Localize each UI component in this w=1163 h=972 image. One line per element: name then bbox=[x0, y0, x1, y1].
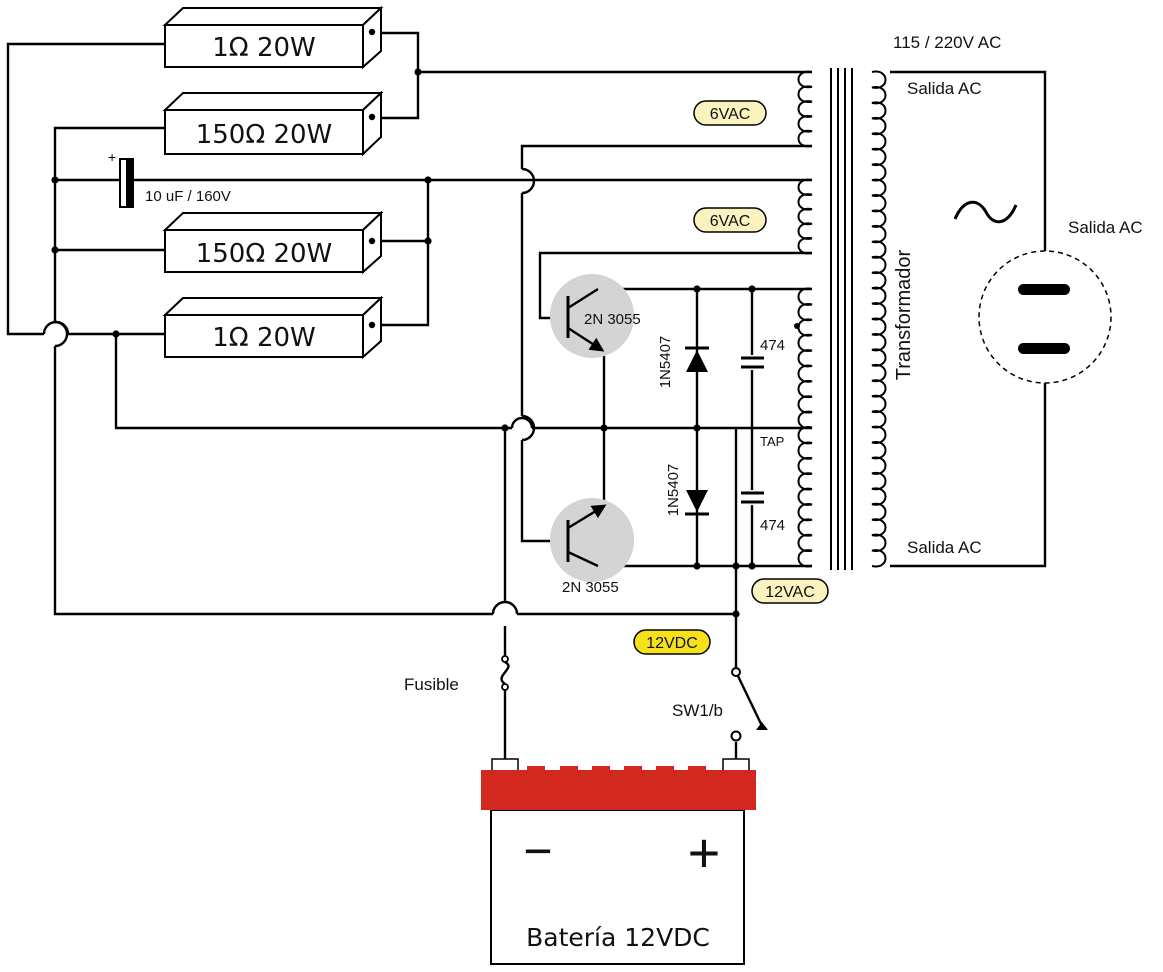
diode-d2: 1N5407 bbox=[665, 464, 709, 517]
capacitor-c2-label: 474 bbox=[760, 517, 785, 534]
capacitor-label: 10 uF / 160V bbox=[145, 188, 231, 205]
capacitor-plus-sign: + bbox=[108, 149, 116, 165]
tag-12vac: 12VAC bbox=[751, 578, 829, 604]
fuse: Fusible bbox=[404, 655, 510, 694]
resistor-r2-label: 150Ω 20W bbox=[196, 120, 333, 150]
coil-winding bbox=[797, 178, 813, 255]
battery-minus-sign: − bbox=[523, 823, 552, 879]
coil-6vac-primary-1 bbox=[797, 70, 813, 148]
tag-6vac-2: 6VAC bbox=[693, 207, 767, 233]
fuse-label: Fusible bbox=[404, 675, 459, 694]
switch-label: SW1/b bbox=[672, 701, 723, 720]
resistor-r3-label: 150Ω 20W bbox=[196, 239, 333, 269]
capacitor-c2: 474 bbox=[740, 490, 785, 534]
diode-d1-label: 1N5407 bbox=[657, 336, 674, 389]
resistor-r4: 1Ω 20W bbox=[162, 295, 384, 360]
wires bbox=[6, 31, 1047, 760]
coil-winding bbox=[797, 70, 813, 148]
battery: − + Batería 12VDC bbox=[481, 758, 756, 965]
transformer-label: Transformador bbox=[893, 249, 915, 380]
diode-d2-label: 1N5407 bbox=[665, 464, 682, 517]
output-bottom-label: Salida AC bbox=[907, 538, 982, 557]
resistor-r1-label: 1Ω 20W bbox=[212, 33, 315, 63]
battery-label: Batería 12VDC bbox=[526, 923, 710, 952]
transistor-q2-label: 2N 3055 bbox=[562, 579, 619, 596]
transformer bbox=[797, 68, 887, 570]
mains-label: 115 / 220V AC bbox=[893, 33, 1001, 52]
svg-text:6VAC: 6VAC bbox=[710, 213, 751, 230]
resistor-r1: 1Ω 20W bbox=[162, 5, 384, 70]
capacitor-c1: 474 bbox=[740, 337, 785, 370]
capacitor-10uf: + 10 uF / 160V bbox=[108, 149, 231, 208]
coil-winding bbox=[797, 287, 813, 568]
tag-6vac-1: 6VAC bbox=[693, 100, 767, 126]
resistor-r3: 150Ω 20W bbox=[162, 210, 384, 275]
capacitor-c1-label: 474 bbox=[760, 337, 785, 354]
sine-wave-icon bbox=[953, 200, 1018, 224]
tap-label: TAP bbox=[760, 434, 784, 449]
transistor-q1-label: 2N 3055 bbox=[584, 311, 641, 328]
coil-6vac-primary-2 bbox=[797, 178, 813, 255]
tag-12vdc: 12VDC bbox=[633, 629, 711, 655]
svg-text:12VAC: 12VAC bbox=[765, 584, 815, 601]
transistor-q2: 2N 3055 bbox=[550, 498, 634, 596]
transistor-q1: 2N 3055 bbox=[550, 274, 641, 358]
resistor-r2: 150Ω 20W bbox=[162, 90, 384, 157]
coil-dot bbox=[794, 323, 800, 329]
diode-d1: 1N5407 bbox=[657, 336, 709, 389]
coil-output bbox=[871, 70, 887, 568]
svg-text:12VDC: 12VDC bbox=[646, 635, 698, 652]
output-top-label: Salida AC bbox=[907, 79, 982, 98]
switch-sw1: SW1/b bbox=[672, 667, 768, 742]
battery-plus-sign: + bbox=[688, 821, 721, 884]
wire-crossovers bbox=[42, 167, 536, 615]
socket-label: Salida AC bbox=[1068, 218, 1143, 237]
resistor-r4-label: 1Ω 20W bbox=[212, 323, 315, 353]
ac-socket bbox=[978, 250, 1112, 384]
junction-dots bbox=[51, 68, 756, 618]
svg-text:6VAC: 6VAC bbox=[710, 106, 751, 123]
coil-winding bbox=[871, 70, 887, 568]
coil-12vac bbox=[797, 287, 813, 568]
